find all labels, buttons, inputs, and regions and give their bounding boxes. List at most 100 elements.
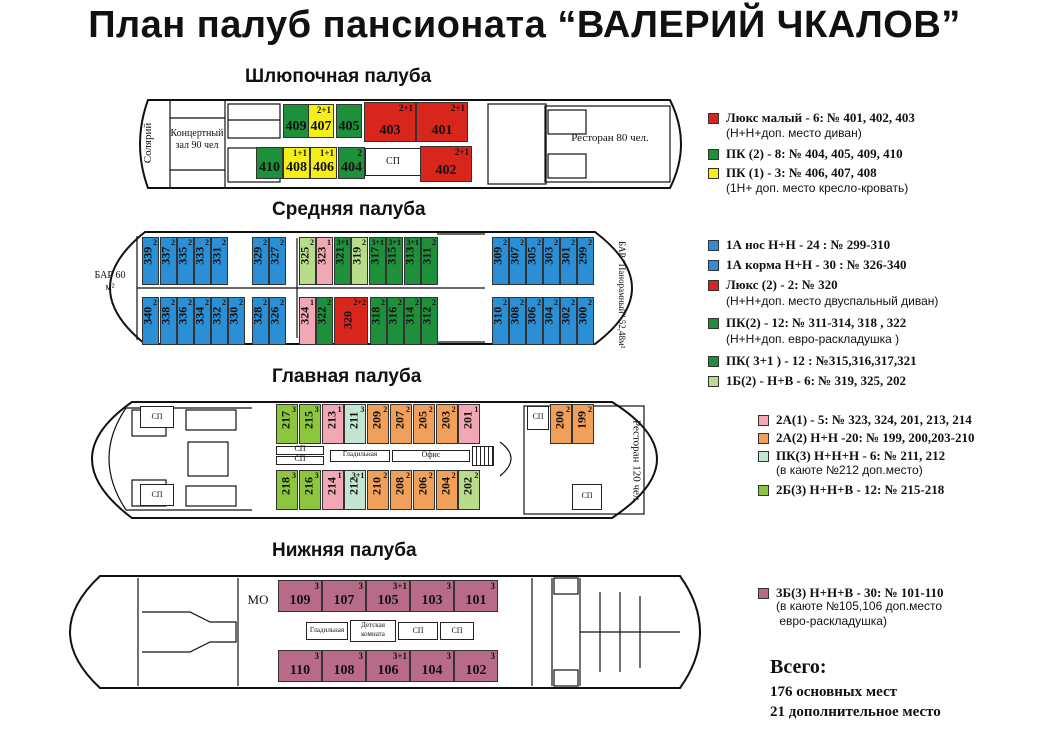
main-sp-aft-top-label: СП xyxy=(532,412,544,421)
cabin-capacity: 2 xyxy=(153,298,157,307)
cabin-405: 405 xyxy=(336,104,362,138)
main-office-label: Офис xyxy=(421,450,441,459)
cabin-number: 331 xyxy=(209,246,223,265)
cabin-capacity: 2 xyxy=(554,298,558,307)
cabin-number: 405 xyxy=(338,119,360,134)
cabin-capacity: 2 xyxy=(263,298,267,307)
cabin-number: 299 xyxy=(575,246,589,265)
cabin-capacity: 3 xyxy=(314,581,320,591)
legend-text: 3Б(3) Н+Н+В - 30: № 101-110 xyxy=(776,585,944,600)
cabin-capacity: 2 xyxy=(205,238,209,247)
cabin-capacity: 2 xyxy=(310,238,314,247)
main-sp-fore-top xyxy=(140,406,174,428)
legend-text: 2А(1) - 5: № 323, 324, 201, 213, 214 xyxy=(776,412,972,427)
legend-note: (в каюте №105,106 доп.место евро-расклад… xyxy=(776,599,943,628)
totals-line-1: 176 основных мест xyxy=(770,684,897,700)
cabin-number: 409 xyxy=(285,119,307,134)
cabin-capacity: 2 xyxy=(222,238,226,247)
legend-text: ПК(3) Н+Н+Н - 6: № 211, 212 xyxy=(776,448,946,463)
legend-swatch xyxy=(758,415,769,426)
main-sp-1-label: СП xyxy=(294,444,306,453)
legend-swatch xyxy=(708,113,719,124)
main-sp-1 xyxy=(276,446,324,455)
cabin-capacity: 2+1 xyxy=(398,103,413,113)
legend-swatch xyxy=(758,451,769,462)
main-sp-fore-top-label: СП xyxy=(151,412,163,421)
lower-sp-1 xyxy=(398,622,438,640)
cabin-capacity: 3 xyxy=(358,581,364,591)
cabin-capacity: 2 xyxy=(554,238,558,247)
cabin-capacity: 2+1 xyxy=(450,103,465,113)
lower-ironing-label: Гладильная xyxy=(309,626,345,634)
mo-label: МО xyxy=(247,592,269,607)
legend-swatch xyxy=(708,149,719,160)
cabin-capacity: 3 xyxy=(446,651,452,661)
main-stairs xyxy=(472,446,494,466)
lower-sp-2-label: СП xyxy=(451,626,463,635)
cabin-number: 406 xyxy=(313,160,334,175)
cabin-number: 201 xyxy=(460,411,475,429)
cabin-capacity: 2 xyxy=(537,298,541,307)
cabin-number: 211 xyxy=(346,411,361,429)
cabin-capacity: 1+1 xyxy=(292,148,307,158)
cabin-capacity: 2 xyxy=(280,298,284,307)
cabin-410: 410 xyxy=(256,147,283,179)
cabin-capacity: 2+1 xyxy=(454,147,469,157)
cabin-capacity: 2 xyxy=(383,471,388,480)
cabin-capacity: 1 xyxy=(310,298,314,307)
cabin-number: 404 xyxy=(341,160,362,175)
legend-note: (Н+Н+доп. место диван) xyxy=(726,126,862,140)
cabin-capacity: 1 xyxy=(337,471,342,480)
cabin-number: 408 xyxy=(286,160,307,175)
boat-deck-title: Шлюпочная палуба xyxy=(245,66,432,87)
legend-note: (Н+Н+доп. место двуспальный диван) xyxy=(726,294,939,308)
legend-text: ПК (2) - 8: № 404, 405, 409, 410 xyxy=(726,146,903,161)
legend-note: (Н+Н+доп. евро-раскладушка ) xyxy=(726,332,900,346)
legend-note: (1Н+ доп. место кресло-кровать) xyxy=(726,181,909,195)
legend-swatch xyxy=(708,376,719,387)
cabin-capacity: 3 xyxy=(490,581,496,591)
cabin-capacity: 2 xyxy=(171,238,175,247)
cabin-409: 409 xyxy=(283,104,309,138)
cabin-number: 311 xyxy=(419,247,433,265)
cabin-number: 102 xyxy=(465,663,487,678)
cabin-number: 212 xyxy=(346,477,361,495)
cabin-capacity: 2 xyxy=(503,298,507,307)
cabin-capacity: 3 xyxy=(490,651,496,661)
cabin-capacity: 3+1 xyxy=(392,651,407,661)
cabin-capacity: 2 xyxy=(520,298,524,307)
